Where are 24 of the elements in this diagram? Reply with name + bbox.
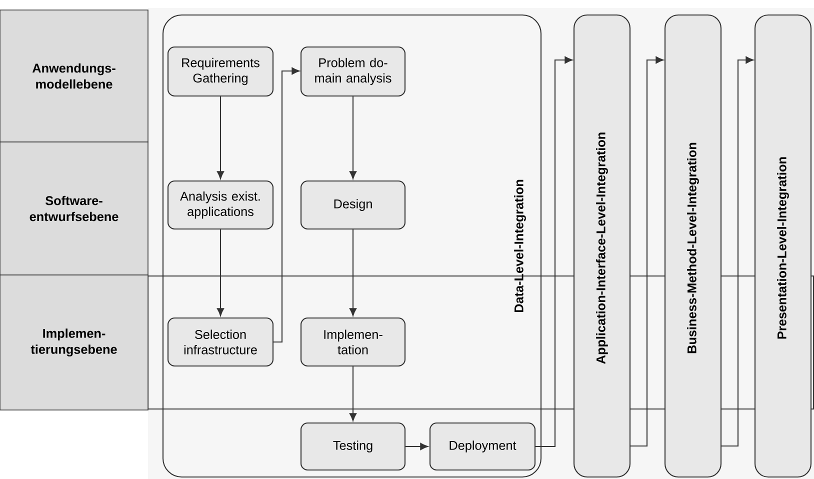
arrow: [406, 442, 428, 450]
arrow: [630, 56, 664, 447]
process-box: Selection infrastructure: [167, 317, 274, 367]
level-label-box: Implemen- tierungsebene: [0, 274, 148, 410]
arrow: [535, 56, 573, 448]
arrow: [349, 230, 357, 316]
integration-bar: Presentation-Level-Integration: [754, 14, 812, 478]
arrow: [216, 230, 224, 316]
arrow: [216, 96, 224, 180]
arrow: [349, 96, 357, 180]
process-box: Design: [300, 180, 406, 230]
process-box: Problem do- main analysis: [300, 46, 406, 97]
process-box: Implemen- tation: [300, 317, 406, 367]
level-label-box: Software- entwurfsebene: [0, 142, 148, 276]
arrow: [273, 67, 300, 343]
arrow: [721, 56, 754, 447]
process-box: Requirements Gathering: [167, 46, 274, 97]
process-box: Analysis exist. applications: [167, 180, 274, 230]
process-box: Deployment: [429, 422, 536, 471]
integration-bar: Application-Interface-Level-Integration: [573, 14, 631, 478]
process-box: Testing: [300, 422, 406, 471]
level-label-box: Anwendungs- modellebene: [0, 10, 148, 142]
integration-bar: Business-Method-Level-Integration: [664, 14, 722, 478]
arrow: [349, 366, 357, 422]
